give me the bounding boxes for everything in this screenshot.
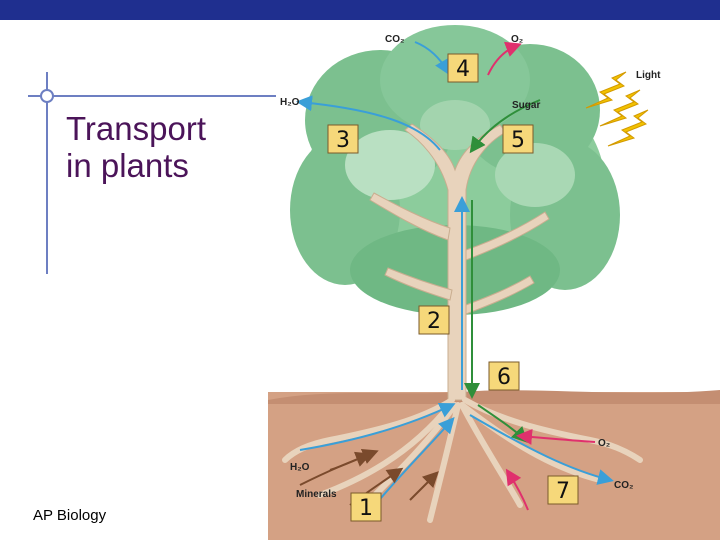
svg-text:5: 5 (511, 128, 525, 153)
water-to-h2o-arrow (296, 95, 441, 151)
water-out-co2-arrow (469, 414, 614, 485)
oxygen-flow-arrows (487, 41, 596, 511)
step-badge-7: 7 (547, 475, 579, 505)
o2-root-bottom-arrow (505, 468, 529, 511)
label-h2o-bottom: H₂O (290, 462, 310, 473)
svg-text:2: 2 (427, 309, 441, 334)
title-line-1: Transport (66, 110, 206, 147)
step-badge-5: 5 (502, 124, 534, 154)
light-icon (585, 71, 649, 147)
co2-in-arrow (414, 41, 450, 76)
sugar-from-leaves-arrow (469, 99, 541, 154)
step-badge-6: 6 (488, 361, 520, 391)
water-flow-arrows (296, 41, 614, 506)
label-o2-top: O₂ (511, 34, 523, 45)
soil-surface (268, 390, 720, 404)
decorative-horizontal-line (28, 95, 276, 97)
label-co2-bottom: CO₂ (614, 480, 633, 491)
svg-text:4: 4 (456, 57, 470, 82)
step-badge-3: 3 (327, 124, 359, 154)
label-sugar: Sugar (512, 100, 540, 111)
decorative-vertical-line (46, 72, 48, 274)
svg-text:3: 3 (336, 128, 350, 153)
svg-text:6: 6 (497, 365, 511, 390)
footer-label: AP Biology (33, 507, 107, 524)
o2-out-top-arrow (487, 41, 522, 76)
title-line-2: in plants (66, 147, 189, 184)
svg-text:7: 7 (556, 479, 570, 504)
water-root-mid-arrow (374, 416, 455, 506)
o2-in-root-arrow (516, 428, 596, 445)
decorative-ring (40, 89, 54, 103)
svg-text:1: 1 (359, 496, 373, 521)
label-o2-bottom: O₂ (598, 438, 610, 449)
step-badge-2: 2 (418, 305, 450, 335)
slide-title: Transport in plants (66, 110, 206, 184)
tree-trunk (369, 123, 550, 401)
water-root-left-arrow (299, 402, 456, 451)
label-h2o-top: H₂O (280, 97, 300, 108)
step-badge-4: 4 (447, 53, 479, 83)
label-co2-top: CO₂ (385, 34, 404, 45)
step-badge-1: 1 (350, 492, 382, 522)
top-bar (0, 0, 720, 20)
label-light: Light (636, 70, 661, 81)
label-minerals: Minerals (296, 489, 337, 500)
